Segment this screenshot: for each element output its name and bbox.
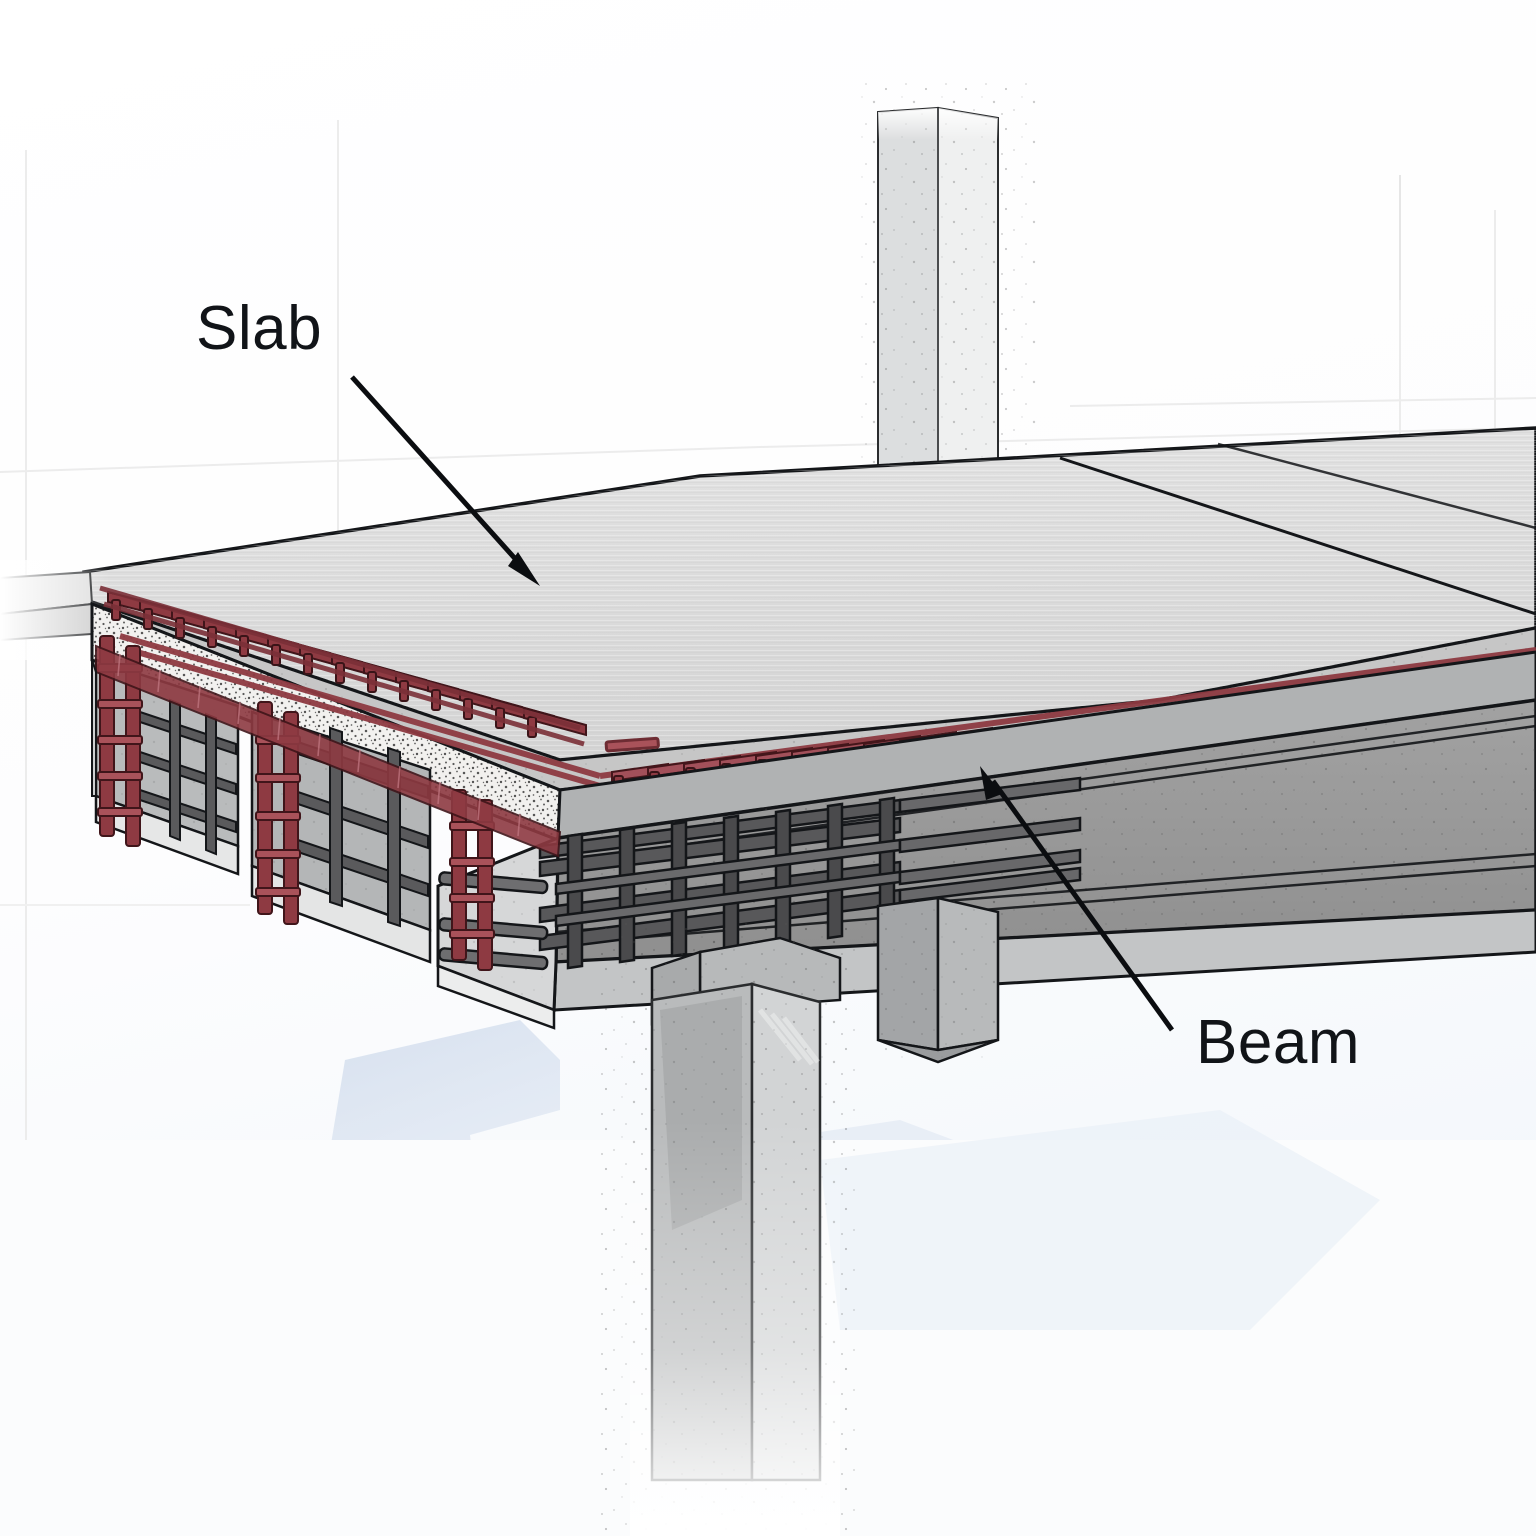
slab-soffit-rebar-band	[95, 644, 562, 858]
floor-shadow-far	[820, 1110, 1380, 1330]
lower-column	[600, 920, 860, 1536]
slab-arrow	[350, 375, 540, 586]
slab-left-lip	[91, 659, 97, 797]
column-stub	[876, 896, 1000, 1064]
background-grid	[0, 120, 1536, 1180]
beam-label: Beam	[1196, 1008, 1360, 1077]
annotation-arrows	[350, 375, 1175, 1032]
beam-arrow	[980, 766, 1175, 1032]
slab-label: Slab	[196, 294, 323, 363]
slab-panel-joint-2	[1217, 442, 1536, 530]
upper-column	[860, 80, 1040, 520]
slab-panel-joint-1	[1059, 456, 1536, 616]
